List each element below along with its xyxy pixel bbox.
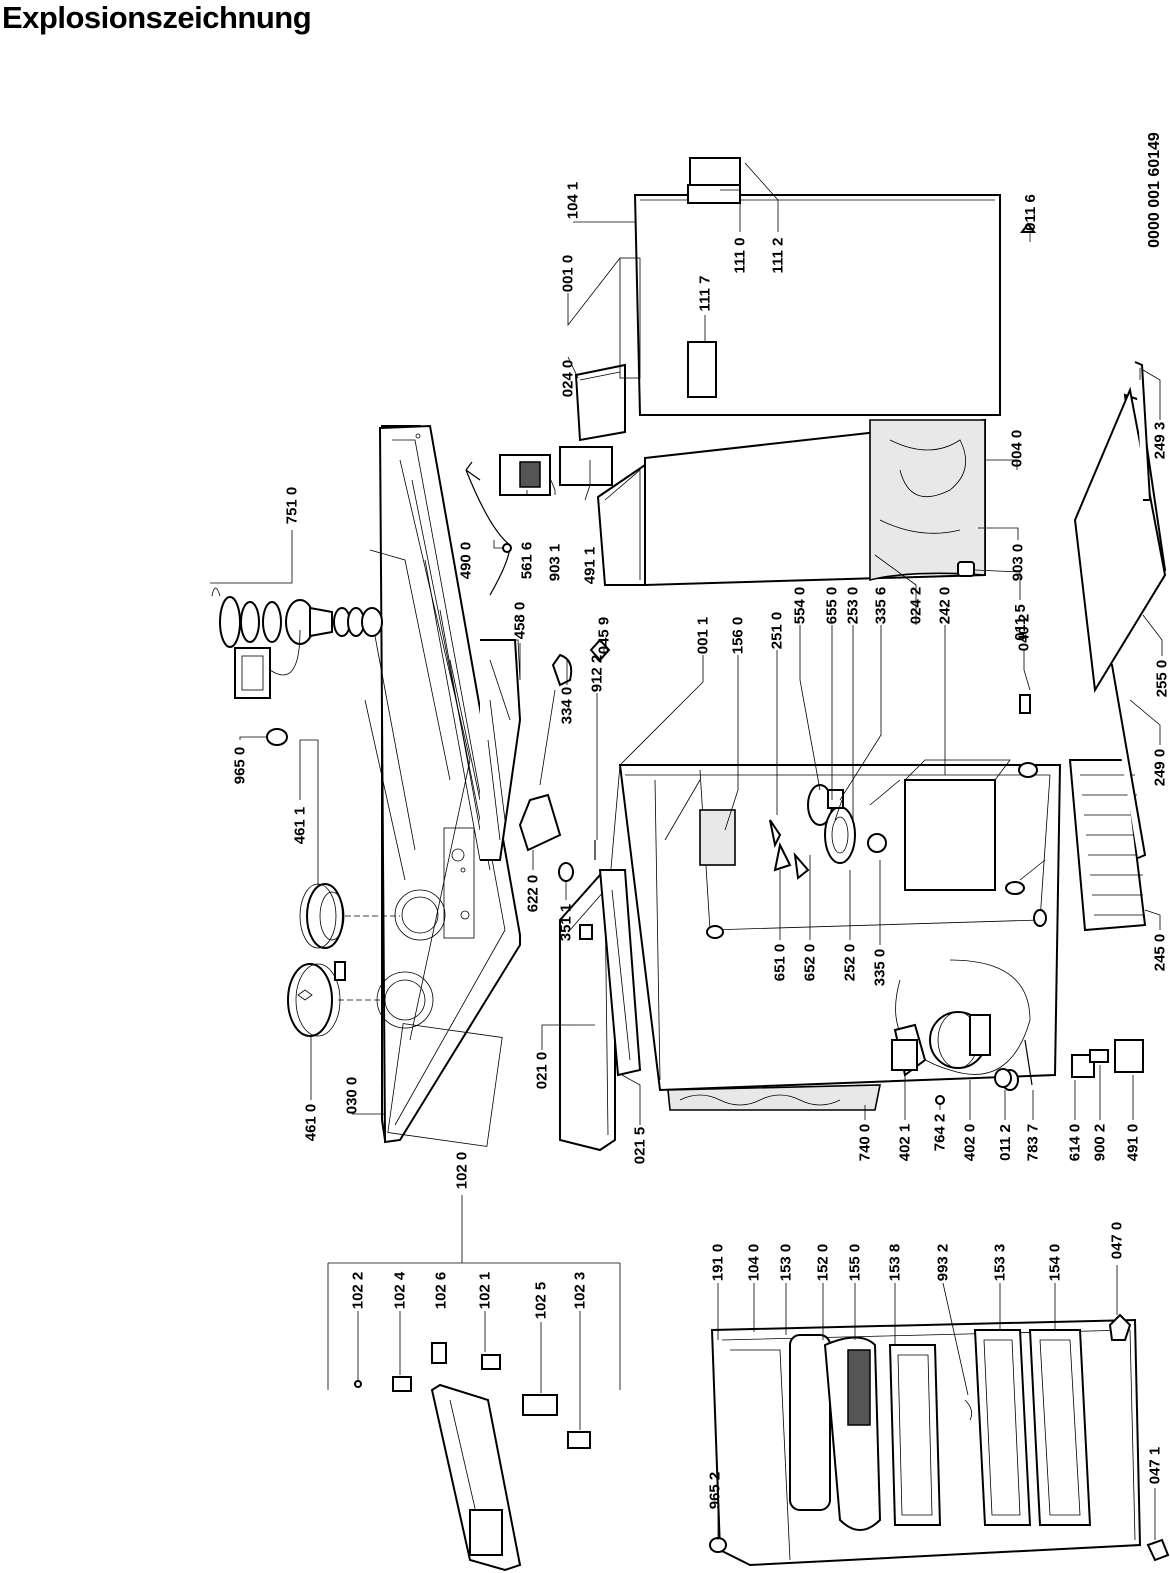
part-label-2520: 252 0 xyxy=(841,943,859,981)
part-label-1112: 111 2 xyxy=(769,237,787,273)
part-label-1538: 153 8 xyxy=(886,1243,904,1281)
part-label-1910: 191 0 xyxy=(709,1243,727,1281)
part-label-0112: 011 2 xyxy=(996,1123,1014,1161)
part-label-9650: 965 0 xyxy=(231,746,249,784)
part-label-1025: 102 5 xyxy=(532,1281,550,1319)
part-label-7400: 740 0 xyxy=(856,1123,874,1161)
adjustable-foot xyxy=(589,561,1038,1088)
part-label-1020: 102 0 xyxy=(453,1151,471,1189)
part-label-2510: 251 0 xyxy=(768,611,786,649)
part-label-1021: 102 1 xyxy=(476,1271,494,1309)
outer-side-panel xyxy=(559,157,1036,486)
part-label-0010: 001 0 xyxy=(559,254,577,292)
part-label-0210: 021 0 xyxy=(533,1051,551,1089)
part-label-1026: 102 6 xyxy=(432,1271,450,1309)
lamp-assembly xyxy=(211,587,383,699)
part-label-6220: 622 0 xyxy=(524,874,542,912)
part-label-6550: 655 0 xyxy=(823,586,841,624)
part-label-4021: 402 1 xyxy=(896,1123,914,1161)
plug-965-0 xyxy=(266,728,288,746)
part-label-0215: 021 5 xyxy=(631,1126,649,1164)
back-wall xyxy=(596,418,986,587)
part-label-1022: 102 2 xyxy=(349,1271,367,1309)
door-assembly xyxy=(327,1262,621,1572)
part-label-9030: 903 0 xyxy=(1009,543,1027,581)
door-handle-trim xyxy=(559,873,616,1152)
page-title: Explosionszeichnung xyxy=(2,0,312,35)
part-label-0300: 030 0 xyxy=(343,1076,361,1114)
part-label-9002: 900 2 xyxy=(1091,1123,1109,1161)
part-label-2493: 249 3 xyxy=(1151,421,1169,459)
part-label-1024: 102 4 xyxy=(391,1271,409,1309)
worktop-panel xyxy=(364,424,521,1147)
part-label-0402: 040 2 xyxy=(1015,613,1033,651)
knob-461-0 xyxy=(287,961,385,1037)
part-label-0040: 004 0 xyxy=(1008,429,1026,467)
leader-lines xyxy=(210,162,1163,1540)
part-label-0240: 024 0 xyxy=(559,359,577,397)
part-label-5616: 561 6 xyxy=(518,541,536,579)
part-label-1533: 153 3 xyxy=(991,1243,1009,1281)
door-liner xyxy=(710,1318,1142,1567)
part-label-1530: 153 0 xyxy=(777,1243,795,1281)
part-label-1041: 104 1 xyxy=(564,181,582,219)
relay-parts xyxy=(1071,1039,1144,1078)
part-label-2550: 255 0 xyxy=(1153,659,1170,697)
part-label-0459: 045 9 xyxy=(595,616,613,654)
part-label-1550: 155 0 xyxy=(846,1243,864,1281)
part-label-2490: 249 0 xyxy=(1151,748,1169,786)
part-label-4611: 461 1 xyxy=(291,806,309,844)
part-label-0011: 001 1 xyxy=(694,616,712,654)
part-label-9122: 912 2 xyxy=(588,654,606,692)
base-bracket xyxy=(480,639,522,861)
part-label-4020: 402 0 xyxy=(961,1123,979,1161)
part-label-1560: 156 0 xyxy=(729,616,747,654)
part-label-4610: 461 0 xyxy=(302,1103,320,1141)
part-label-1023: 102 3 xyxy=(571,1271,589,1309)
part-label-1520: 152 0 xyxy=(814,1243,832,1281)
drain-rail xyxy=(598,869,642,1077)
part-label-5540: 554 0 xyxy=(791,586,809,624)
part-label-4580: 458 0 xyxy=(511,601,529,639)
part-label-0471: 047 1 xyxy=(1146,1446,1164,1484)
part-label-3511: 351 1 xyxy=(557,903,575,941)
junction-box xyxy=(465,454,551,596)
part-label-9031: 903 1 xyxy=(546,543,564,581)
part-label-3340: 334 0 xyxy=(558,686,576,724)
part-label-4911: 491 1 xyxy=(581,546,599,584)
part-label-3356: 335 6 xyxy=(872,586,890,624)
part-label-6510: 651 0 xyxy=(771,943,789,981)
part-label-6520: 652 0 xyxy=(801,943,819,981)
part-label-0116: 011 6 xyxy=(1021,193,1039,231)
part-label-7642: 764 2 xyxy=(931,1113,949,1151)
part-label-2450: 245 0 xyxy=(1151,933,1169,971)
part-label-1540: 154 0 xyxy=(1046,1243,1064,1281)
knob-461-1 xyxy=(299,883,400,949)
part-label-0470: 047 0 xyxy=(1108,1221,1126,1259)
part-label-4900: 490 0 xyxy=(457,541,475,579)
shelf-trim-249-3 xyxy=(1134,361,1152,501)
part-label-0242: 024 2 xyxy=(907,586,925,624)
compressor xyxy=(891,959,1033,1105)
wire-shelf-245 xyxy=(1068,759,1147,932)
part-label-4910: 491 0 xyxy=(1124,1123,1142,1161)
document-number: 0000 001 60149 xyxy=(1145,132,1163,248)
cabinet-body xyxy=(609,759,1062,1092)
part-label-9932: 993 2 xyxy=(934,1243,952,1281)
part-label-9652: 965 2 xyxy=(706,1471,724,1509)
part-label-7837: 783 7 xyxy=(1024,1123,1042,1161)
part-label-6140: 614 0 xyxy=(1066,1123,1084,1161)
thermostat xyxy=(518,653,596,882)
evaporator xyxy=(667,1084,881,1111)
part-label-1040: 104 0 xyxy=(745,1243,763,1281)
part-label-2420: 242 0 xyxy=(936,586,954,624)
part-label-1117: 111 7 xyxy=(696,275,714,311)
part-label-3350: 335 0 xyxy=(871,948,889,986)
part-label-1110: 111 0 xyxy=(731,237,749,273)
part-label-7510: 751 0 xyxy=(283,486,301,524)
part-label-2530: 253 0 xyxy=(844,586,862,624)
